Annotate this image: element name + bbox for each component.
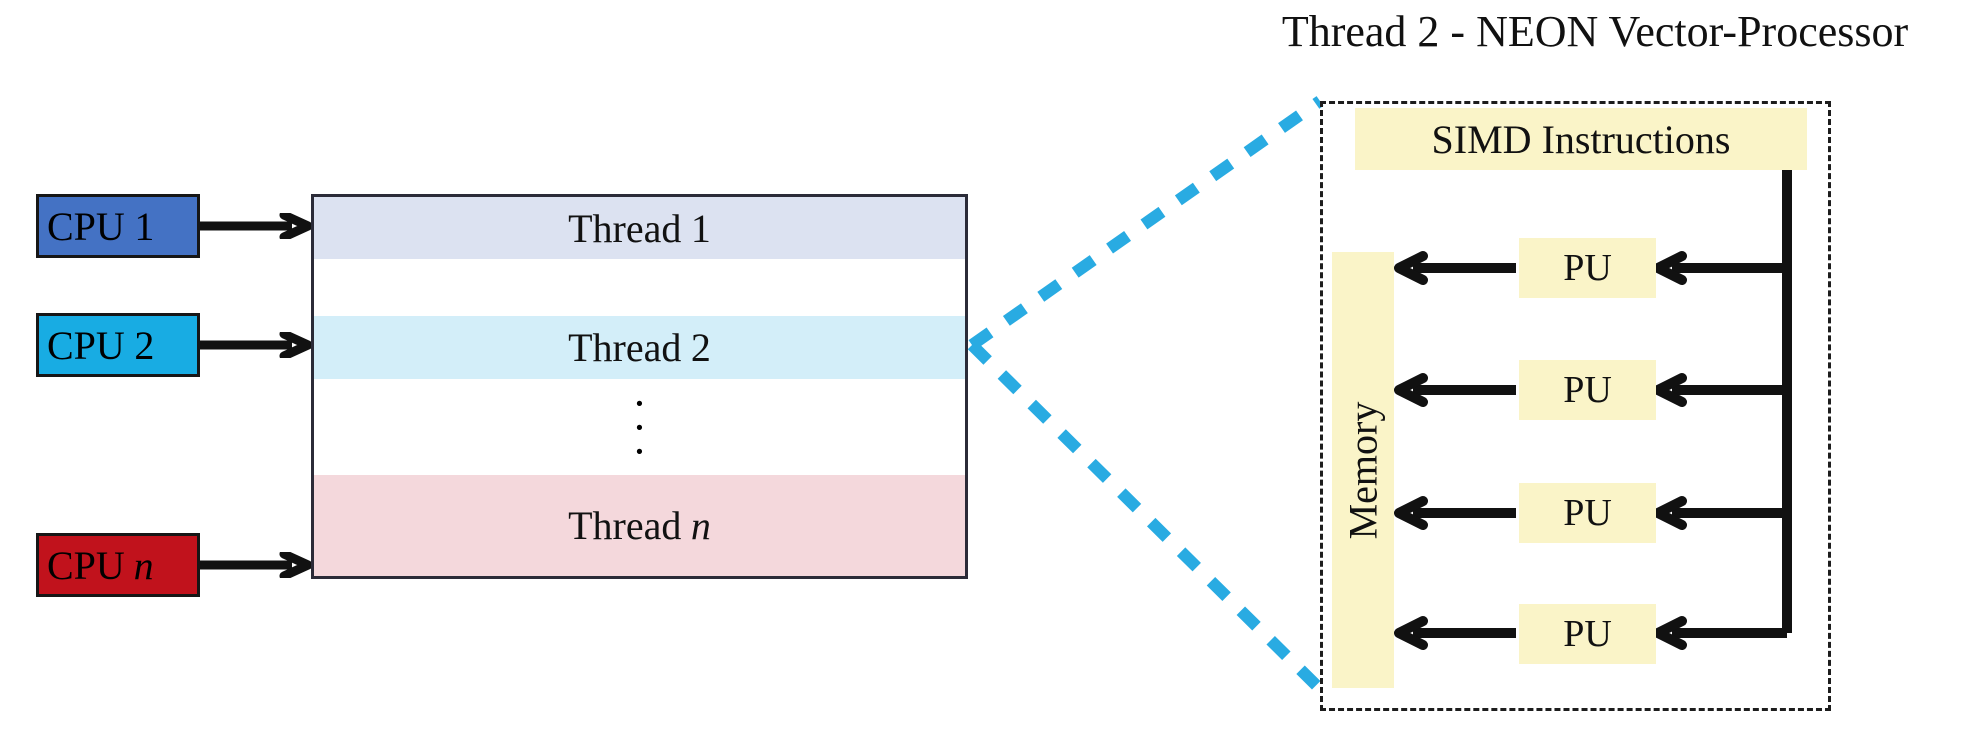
thread-n-label: Thread — [568, 503, 682, 548]
ellipsis-dot-1: · — [632, 379, 647, 428]
pu-unit-3[interactable]: PU — [1519, 483, 1656, 543]
pu-unit-3-label: PU — [1563, 492, 1612, 534]
pu-unit-2[interactable]: PU — [1519, 360, 1656, 420]
thread-1-label: Thread — [568, 205, 682, 251]
pu-unit-4-label: PU — [1563, 613, 1612, 655]
callout-dashed-icon — [967, 96, 1325, 694]
thread-1-index: 1 — [690, 205, 711, 251]
memory-box[interactable]: Memory — [1332, 252, 1394, 688]
simd-instructions-label: SIMD Instructions — [1431, 116, 1731, 162]
pu-unit-1[interactable]: PU — [1519, 238, 1656, 298]
ellipsis-dot-3: · — [632, 427, 647, 477]
ellipsis-dot-2: · — [632, 403, 647, 453]
vertical-ellipsis: · · · — [314, 379, 965, 477]
arrow-right-icon-cpu2-to-thread2 — [200, 332, 312, 358]
thread-2-label: Thread — [568, 325, 682, 370]
memory-label: Memory — [1340, 401, 1386, 539]
cpu-n-label: CPU — [47, 542, 125, 588]
pu-unit-4[interactable]: PU — [1519, 604, 1656, 664]
pu-unit-1-label: PU — [1563, 247, 1612, 289]
page-title: Thread 2 - NEON Vector-Processor — [1281, 7, 1909, 56]
thread-n-index: n — [690, 503, 711, 548]
thread-2-index: 2 — [690, 325, 711, 370]
cpu-2-label: CPU — [47, 322, 125, 368]
cpu-1-label: CPU — [47, 203, 125, 249]
neon-vector-processor-panel — [1320, 101, 1831, 711]
arrow-right-icon-cpu1-to-thread1 — [200, 213, 312, 239]
cpu-1-index: 1 — [134, 203, 155, 249]
cpu-2-index: 2 — [134, 322, 155, 368]
pu-unit-2-label: PU — [1563, 369, 1612, 411]
simd-instructions-box[interactable]: SIMD Instructions — [1355, 108, 1807, 170]
cpu-n-index: n — [133, 542, 154, 588]
arrow-right-icon-cpun-to-threadn — [200, 552, 312, 578]
